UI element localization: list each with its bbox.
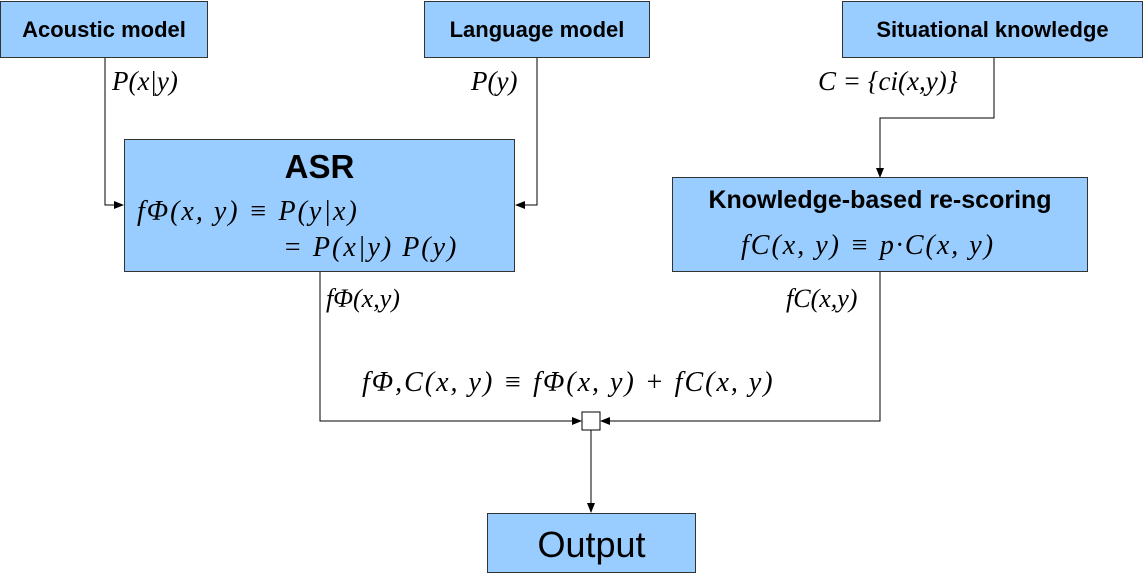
asr-score-label: fΦ(x,y) [326,284,400,313]
asr-box: ASR fΦ(x, y) ≡ P(y|x) = P(x|y) P(y) [124,139,515,272]
combiner-node [581,411,601,431]
asr-to-combiner-arrow [319,272,582,425]
knowledge-set-label: C = {ci(x,y)} [818,66,958,96]
situational-knowledge-box: Situational knowledge [842,1,1143,58]
language-probability-label: P(y) [471,66,518,96]
asr-title: ASR [284,148,355,185]
rescoring-box: Knowledge-based re-scoring fC(x, y) ≡ p·… [672,177,1088,272]
acoustic-probability-label: P(x|y) [112,66,178,96]
asr-formula-line2: = P(x|y) P(y) [283,232,459,263]
combined-score-formula: fΦ,C(x, y) ≡ fΦ(x, y) + fC(x, y) [362,367,775,398]
rescoring-title: Knowledge-based re-scoring [708,186,1052,214]
rescoring-formula: fC(x, y) ≡ p·C(x, y) [741,230,996,261]
output-label: Output [537,524,646,565]
rescoring-to-combiner-arrow [600,272,881,425]
language-model-label: Language model [449,17,625,42]
situational-knowledge-label: Situational knowledge [876,17,1109,42]
output-box: Output [487,513,696,573]
rescoring-score-label: fC(x,y) [786,284,858,313]
acoustic-model-box: Acoustic model [0,1,208,58]
acoustic-model-label: Acoustic model [22,17,186,42]
acoustic-to-asr-arrow [104,58,124,209]
language-model-box: Language model [424,1,650,58]
asr-formula-line1: fΦ(x, y) ≡ P(y|x) [137,196,359,227]
language-to-asr-arrow [515,58,538,209]
knowledge-to-rescoring-arrow [876,58,995,178]
